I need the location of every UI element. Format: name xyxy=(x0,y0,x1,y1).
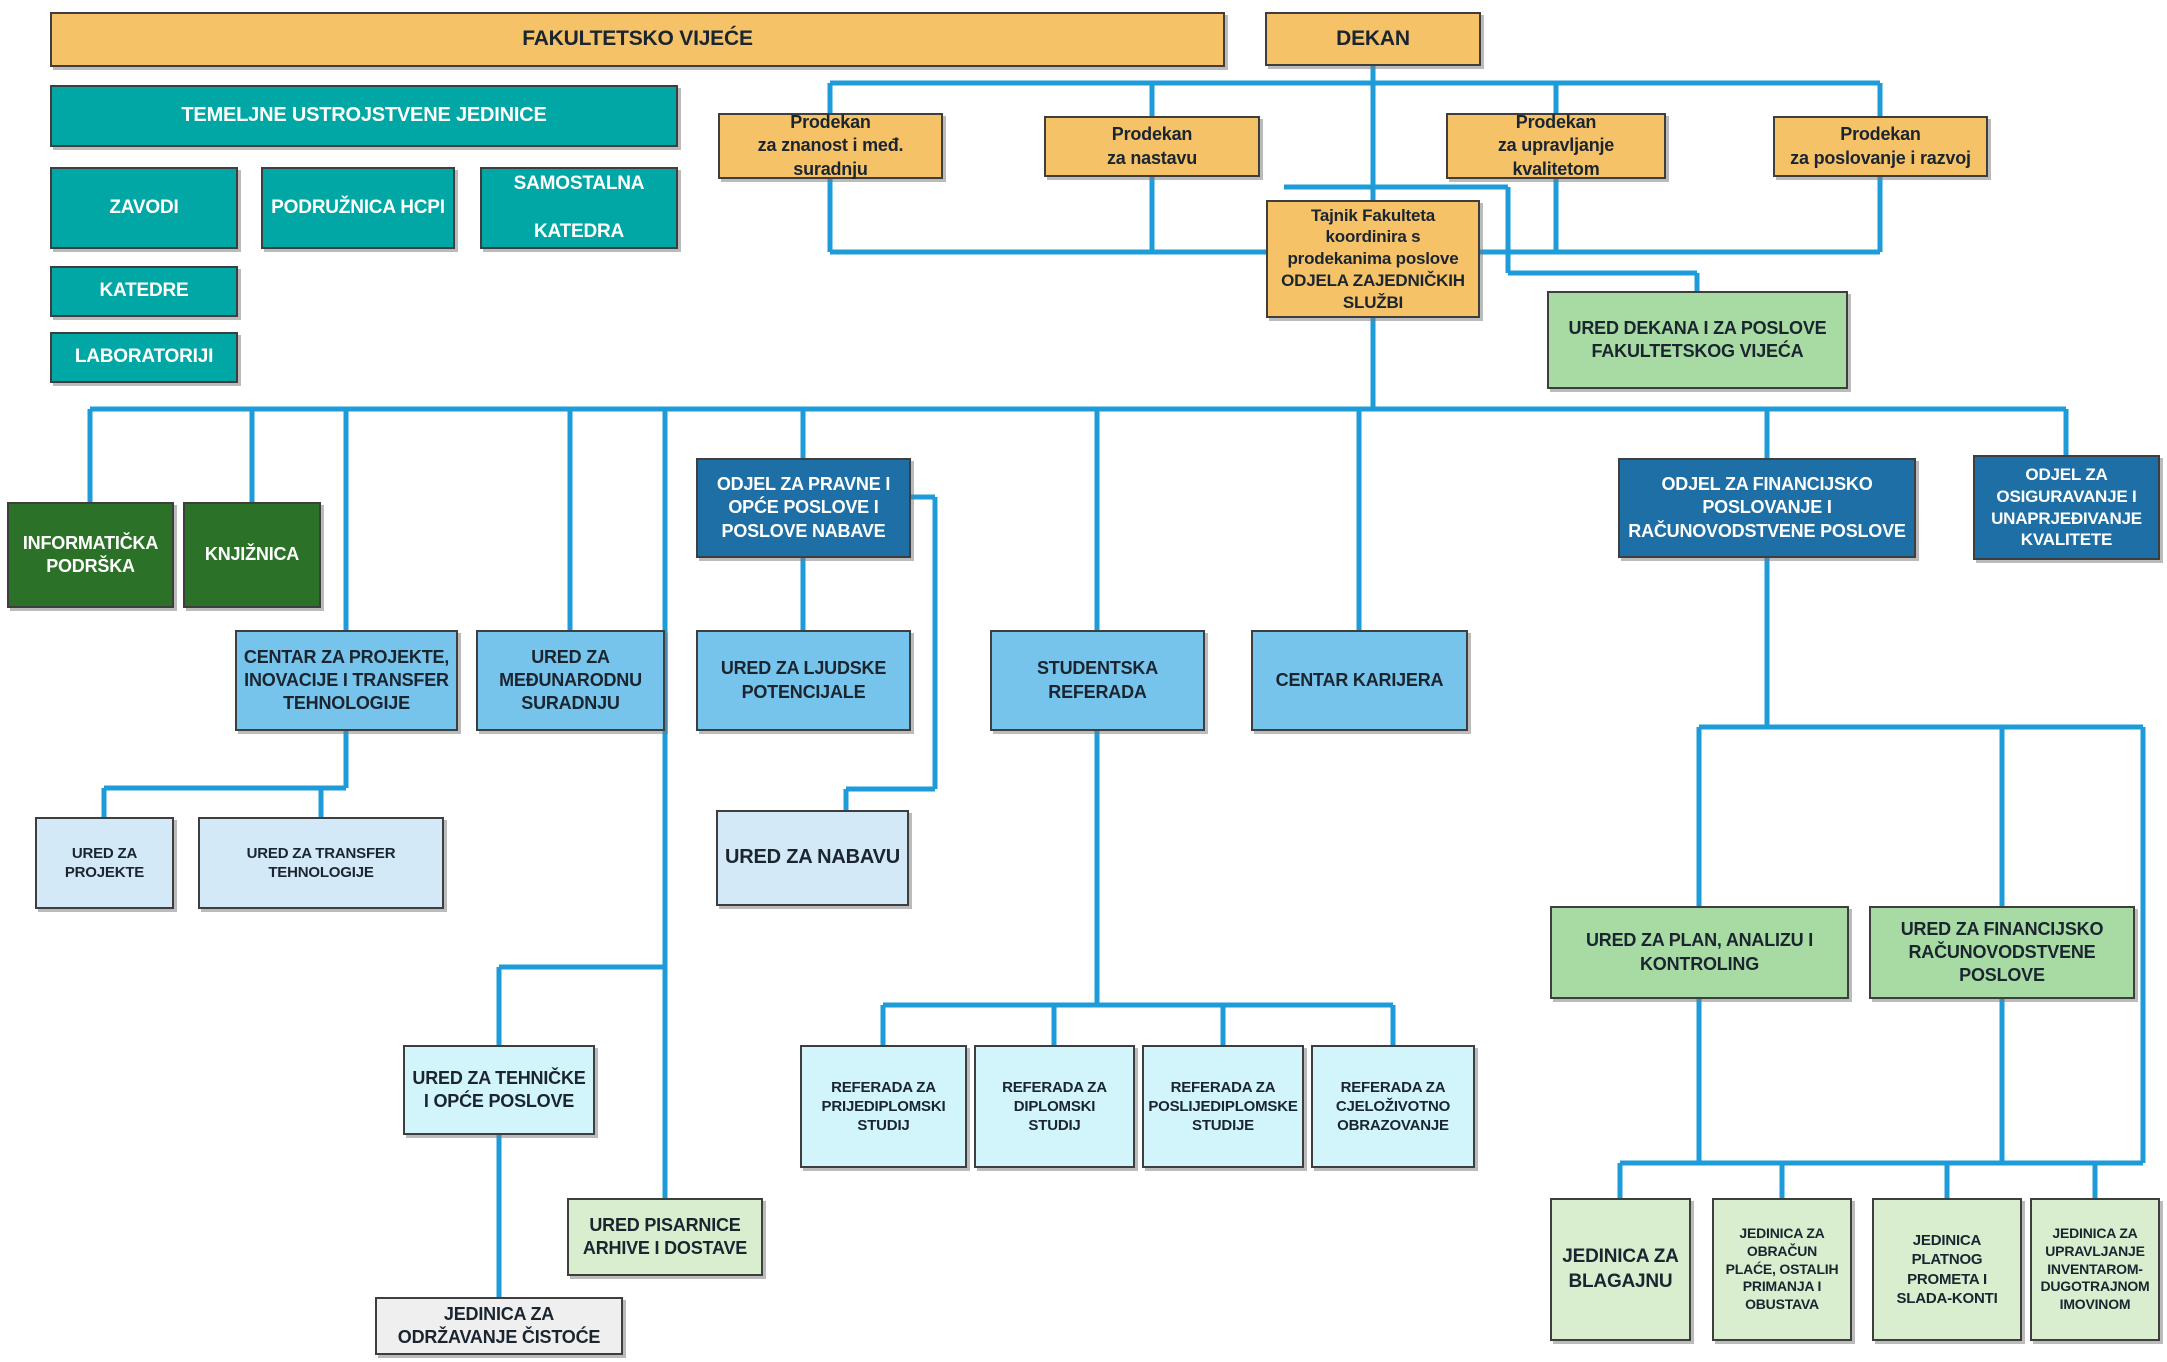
node-referada-diplomski: REFERADA ZA DIPLOMSKI STUDIJ xyxy=(974,1045,1135,1168)
node-odjel-pravne-poslove: ODJEL ZA PRAVNE I OPĆE POSLOVE I POSLOVE… xyxy=(696,458,911,558)
node-knjiznica: KNJIŽNICA xyxy=(183,502,321,608)
node-jedinica-blagajnu: JEDINICA ZA BLAGAJNU xyxy=(1550,1198,1691,1341)
node-laboratoriji: LABORATORIJI xyxy=(50,332,238,383)
node-referada-prijediplomski: REFERADA ZA PRIJEDIPLOMSKI STUDIJ xyxy=(800,1045,967,1168)
node-ured-pisarnice: URED PISARNICE ARHIVE I DOSTAVE xyxy=(567,1198,763,1276)
node-odjel-osiguravanje-kvalitete: ODJEL ZA OSIGURAVANJE I UNAPRJEĐIVANJE K… xyxy=(1973,455,2160,560)
node-ured-financijsko-racunovodstvene: URED ZA FINANCIJSKO RAČUNOVODSTVENE POSL… xyxy=(1869,906,2135,999)
node-ured-tehnicke: URED ZA TEHNIČKE I OPĆE POSLOVE xyxy=(403,1045,595,1135)
node-jedinica-upravljanje-inventarom: JEDINICA ZA UPRAVLJANJE INVENTAROM- DUGO… xyxy=(2030,1198,2160,1341)
node-ured-projekte: URED ZA PROJEKTE xyxy=(35,817,174,909)
node-prodekan-znanost: Prodekan za znanost i međ. suradnju xyxy=(718,112,943,179)
node-studentska-referada: STUDENTSKA REFERADA xyxy=(990,630,1205,731)
node-prodekan-poslovanje: Prodekan za poslovanje i razvoj xyxy=(1773,116,1988,177)
node-centar-karijera: CENTAR KARIJERA xyxy=(1251,630,1468,731)
node-podruznica-hcpi: PODRUŽNICA HCPI xyxy=(261,167,455,249)
node-jedinica-obracun-place: JEDINICA ZA OBRAČUN PLAĆE, OSTALIH PRIMA… xyxy=(1712,1198,1852,1341)
node-dekan: DEKAN xyxy=(1265,12,1481,66)
node-ured-medunarodnu: URED ZA MEĐUNARODNU SURADNJU xyxy=(476,630,665,731)
node-katedre: KATEDRE xyxy=(50,266,238,317)
node-referada-poslijediplomske: REFERADA ZA POSLIJEDIPLOMSKE STUDIJE xyxy=(1142,1045,1304,1168)
node-centar-projekte: CENTAR ZA PROJEKTE, INOVACIJE I TRANSFER… xyxy=(235,630,458,731)
node-jedinica-odrzavanje-cistoce: JEDINICA ZA ODRŽAVANJE ČISTOĆE xyxy=(375,1297,623,1355)
node-informaticka-podrska: INFORMATIČKA PODRŠKA xyxy=(7,502,174,608)
node-temeljne-ustrojstvene-jedinice: TEMELJNE USTROJSTVENE JEDINICE xyxy=(50,85,678,147)
node-samostalna-katedra: SAMOSTALNA KATEDRA xyxy=(480,167,678,249)
node-tajnik-fakulteta: Tajnik Fakulteta koordinira s prodekanim… xyxy=(1266,200,1480,318)
node-odjel-financijsko: ODJEL ZA FINANCIJSKO POSLOVANJE I RAČUNO… xyxy=(1618,458,1916,558)
node-fakultetsko-vijece: FAKULTETSKO VIJEĆE xyxy=(50,12,1225,67)
node-zavodi: ZAVODI xyxy=(50,167,238,249)
node-ured-dekana: URED DEKANA I ZA POSLOVE FAKULTETSKOG VI… xyxy=(1547,291,1848,389)
node-prodekan-nastava: Prodekan za nastavu xyxy=(1044,116,1260,177)
node-ured-ljudske-potencijale: URED ZA LJUDSKE POTENCIJALE xyxy=(696,630,911,731)
node-prodekan-kvaliteta: Prodekan za upravljanje kvalitetom xyxy=(1446,112,1666,179)
node-jedinica-platnog-prometa: JEDINICA PLATNOG PROMETA I SLADA-KONTI xyxy=(1872,1198,2022,1341)
node-ured-nabavu: URED ZA NABAVU xyxy=(716,810,909,906)
node-ured-transfer-tehnologije: URED ZA TRANSFER TEHNOLOGIJE xyxy=(198,817,444,909)
node-referada-cjelozivotno: REFERADA ZA CJELOŽIVOTNO OBRAZOVANJE xyxy=(1311,1045,1475,1168)
node-ured-plan-kontroling: URED ZA PLAN, ANALIZU I KONTROLING xyxy=(1550,906,1849,999)
